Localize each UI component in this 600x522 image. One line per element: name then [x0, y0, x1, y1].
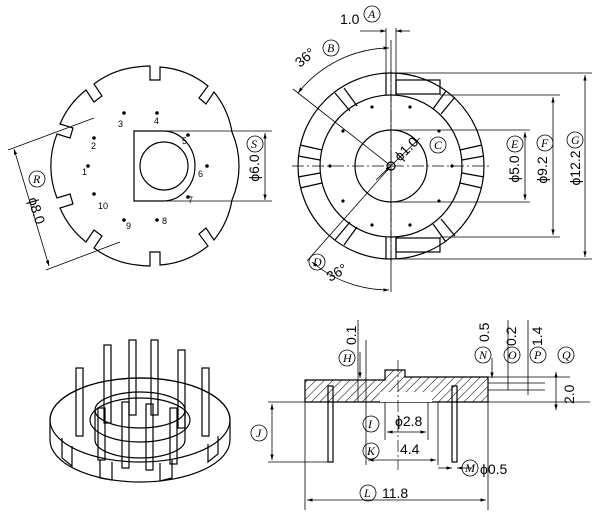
pin-label: 2	[91, 141, 96, 151]
iso-pins	[75, 339, 210, 471]
dim-value-B: 36°	[292, 44, 319, 70]
pin-label: 3	[118, 119, 123, 129]
dimension-G: G ϕ12.2	[396, 72, 592, 260]
dim-letter: F	[540, 136, 549, 150]
pin-label: 4	[154, 116, 159, 126]
dim-value-G: ϕ12.2	[567, 150, 583, 185]
dim-letter: O	[508, 348, 517, 362]
top-view: 1.0 A 36° B ϕ1.0 C D 36°	[292, 5, 592, 292]
dim-value-M: ϕ0.5	[480, 461, 508, 477]
dimension-J: J	[250, 401, 330, 463]
dimension-P: 1.4 P	[527, 320, 547, 395]
pin-label: 1	[82, 167, 87, 177]
dim-value-I: ϕ2.8	[395, 413, 423, 429]
dimension-M: M ϕ0.5	[438, 459, 508, 477]
dim-letter: H	[342, 351, 353, 365]
dimension-N: 0.5 N	[474, 322, 494, 378]
pin-labels: 1 2 3 4 5 6 7 8 9 10	[82, 116, 203, 231]
pin-label: 6	[198, 169, 203, 179]
dim-letter: R	[32, 172, 41, 186]
dim-value-A: 1.0	[340, 11, 360, 27]
dim-value-Q: 2.0	[561, 384, 577, 404]
dimension-L: L 11.8	[304, 402, 489, 510]
pin-label: 9	[126, 221, 131, 231]
dimension-Q: 2.0 Q	[488, 346, 590, 410]
dim-letter: D	[312, 255, 322, 269]
dim-letter: N	[478, 348, 488, 362]
dim-letter: B	[327, 41, 335, 55]
dim-letter: M	[464, 461, 476, 475]
dim-letter: I	[367, 417, 373, 431]
top-pin-holes	[328, 105, 454, 227]
dim-value-R: ϕ8.0	[25, 195, 48, 226]
dimension-S: S ϕ6.0	[164, 130, 272, 202]
dimension-K: 4.4 K	[362, 402, 439, 465]
dimension-R: R ϕ8.0	[7, 117, 121, 271]
dim-value-N: 0.5	[476, 322, 492, 342]
dim-value-F: ϕ9.2	[534, 156, 550, 184]
section-view: 0.1 H 0.5 N 0.2 O 1.4 P	[250, 320, 590, 510]
dim-letter: Q	[562, 348, 571, 362]
pin-label: 5	[182, 136, 187, 146]
dimension-I: ϕ2.8 I	[362, 402, 429, 440]
dim-value-K: 4.4	[400, 441, 420, 457]
pin-label: 8	[162, 216, 167, 226]
isometric-view	[49, 339, 231, 483]
bottom-view: 1 2 3 4 5 6 7 8 9 10 S ϕ6.0 R ϕ8.0	[7, 65, 272, 271]
dim-letter: E	[510, 137, 519, 151]
dim-value-E: ϕ5.0	[506, 155, 522, 183]
pin-label: 7	[188, 195, 193, 205]
dim-value-D: 36°	[324, 260, 350, 284]
dim-letter: L	[363, 486, 371, 500]
bottom-view-outline	[50, 65, 240, 267]
dim-letter: C	[434, 138, 443, 152]
pin-label: 10	[98, 201, 108, 211]
dimension-D: D 36°	[306, 165, 392, 292]
pin-holes	[86, 111, 209, 222]
dimension-H: 0.1 H	[338, 325, 362, 378]
dim-value-S: ϕ6.0	[246, 154, 262, 182]
top-view-outline	[292, 70, 492, 262]
dim-value-C: ϕ1.0	[391, 133, 422, 164]
dim-value-L: 11.8	[382, 485, 408, 501]
dimension-A: 1.0 A	[340, 5, 410, 75]
dim-letter: J	[256, 426, 262, 440]
dimension-F: F ϕ9.2	[440, 94, 560, 238]
dim-letter: K	[366, 444, 376, 458]
dim-letter: A	[367, 7, 376, 21]
dimension-E: E ϕ5.0	[391, 129, 530, 203]
dim-value-H: 0.1	[343, 325, 359, 345]
dim-letter: G	[571, 133, 580, 147]
dimension-O: 0.2 O	[503, 320, 521, 390]
dim-value-P: 1.4	[529, 326, 545, 346]
dim-letter: S	[251, 137, 257, 151]
dim-letter: P	[533, 348, 542, 362]
dim-value-O: 0.2	[503, 326, 519, 346]
dimension-C: ϕ1.0 C	[375, 133, 447, 181]
